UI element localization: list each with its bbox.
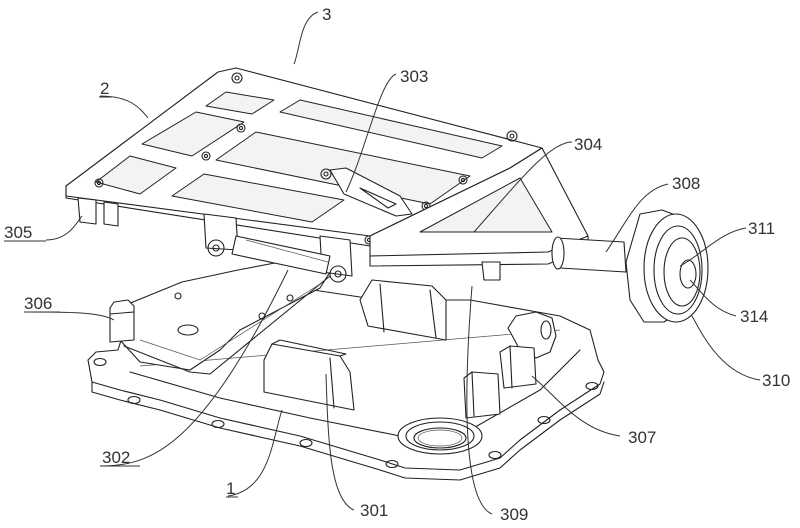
label-3: 3 [322,5,331,24]
label-307: 307 [628,428,656,447]
label-311: 311 [748,219,775,238]
shaft-wheel-assembly [551,209,709,323]
label-314: 314 [740,307,768,326]
label-2: 2 [100,79,109,98]
label-301: 301 [360,501,388,520]
base-plate [87,261,605,481]
label-306: 306 [24,294,52,313]
reference-numerals: 3 2 303 304 305 308 311 306 314 310 307 … [4,5,790,524]
label-304: 304 [574,135,602,154]
label-308: 308 [672,174,700,193]
label-305: 305 [4,223,32,242]
top-frame [65,67,589,283]
label-310: 310 [762,371,790,390]
label-302: 302 [102,448,130,467]
label-303: 303 [400,67,428,86]
leader-lines [23,11,761,515]
label-1: 1 [226,479,235,498]
label-309: 309 [500,505,528,524]
